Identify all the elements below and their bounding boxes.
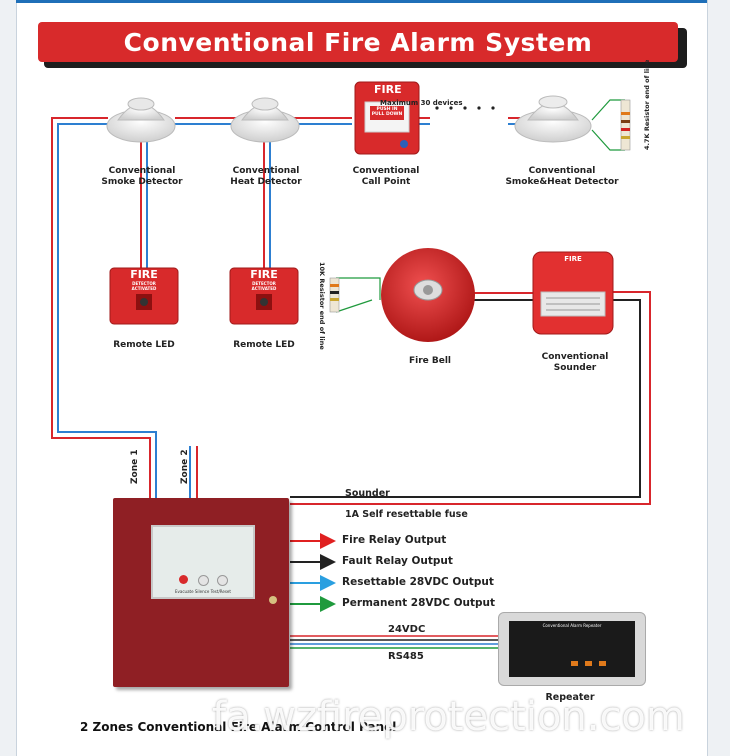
call-point-sign: FIRE [374,83,402,96]
repeater-button-3 [599,661,606,666]
smoke-heat-detector-label: Conventional Smoke&Heat Detector [505,166,619,187]
remote-led-1-subtext: DETECTOR ACTIVATED [131,281,157,291]
test-reset-button [217,575,228,586]
remote-led-2-subtext: DETECTOR ACTIVATED [251,281,277,291]
sounder-icon [532,251,614,335]
repeater-wiring [290,635,498,649]
heat-detector-icon [230,97,300,143]
remote-led-2-label: Remote LED [233,340,295,350]
remote-led-2-sign: FIRE [250,268,278,281]
remote-led-2-icon [229,267,299,325]
title-banner: Conventional Fire Alarm System [38,22,678,62]
sounder-label: Conventional Sounder [541,352,609,373]
control-panel-window: Evacuate Silence Test/Reset [151,525,255,599]
resettable-output-label: Resettable 28VDC Output [342,576,494,588]
fault-relay-label: Fault Relay Output [342,555,453,567]
frame-left-margin [0,0,16,756]
repeater-label: Repeater [545,692,595,703]
silence-label: Silence [194,589,210,594]
remote-led-1-label: Remote LED [113,340,175,350]
repeater-screen: Conventional Alarm Repeater [509,621,635,677]
smoke-detector-icon [106,97,176,143]
watermark: fa.wzfireprotection.com [212,694,685,740]
frame-left-line [16,3,17,756]
test-reset-label: Test/Reset [210,589,231,594]
call-point-icon [354,81,420,155]
silence-button [198,575,209,586]
repeater-button-2 [585,661,592,666]
sounder-output-label: Sounder [345,488,390,499]
repeater-device: Conventional Alarm Repeater [498,612,646,686]
bottom-caption: 2 Zones Conventional Fire Alarm Control … [80,720,397,734]
repeater-button-1 [571,661,578,666]
call-point-label: Conventional Call Point [352,166,420,187]
remote-led-1-icon [109,267,179,325]
panel-button-labels: Evacuate Silence Test/Reset [153,589,253,594]
control-panel: Evacuate Silence Test/Reset [113,498,289,687]
permanent-output-label: Permanent 28VDC Output [342,597,496,609]
sounder-sign: FIRE [564,255,582,263]
evacuate-label: Evacuate [175,589,194,594]
fuse-label: 1A Self resettable fuse [345,509,468,520]
zone2-label: Zone 2 [180,449,190,484]
page-title: Conventional Fire Alarm System [123,27,593,57]
resistor-4k7-label: 4.7K Resistor end of line [643,59,651,150]
rs485-label: RS485 [388,651,424,662]
repeater-title: Conventional Alarm Repeater [542,623,602,628]
resistor-10k-label: 10K Resistor end of line [318,262,326,350]
call-point-push-text: PUSH IN PULL DOWN [371,107,403,117]
zone1-label: Zone 1 [130,449,140,484]
smoke-detector-label: Conventional Smoke Detector [101,166,183,187]
fire-relay-label: Fire Relay Output [342,534,447,546]
smoke-heat-detector-icon [514,95,592,143]
zone2-wiring [189,277,651,505]
fire-bell-icon [381,248,475,342]
remote-led-1-sign: FIRE [130,268,158,281]
resistor-10k-icon [329,277,340,313]
resistor-4k7-icon [620,99,631,151]
fire-bell-label: Fire Bell [408,356,452,366]
max-devices-label: Maximum 30 devices [380,99,463,107]
heat-detector-label: Conventional Heat Detector [230,166,302,187]
evacuate-button [179,575,188,584]
frame-right-margin [707,0,730,756]
frame-top-border [0,0,730,3]
panel-lock-icon [269,596,277,604]
24vdc-label: 24VDC [388,624,426,635]
max-devices-dots [435,106,495,110]
